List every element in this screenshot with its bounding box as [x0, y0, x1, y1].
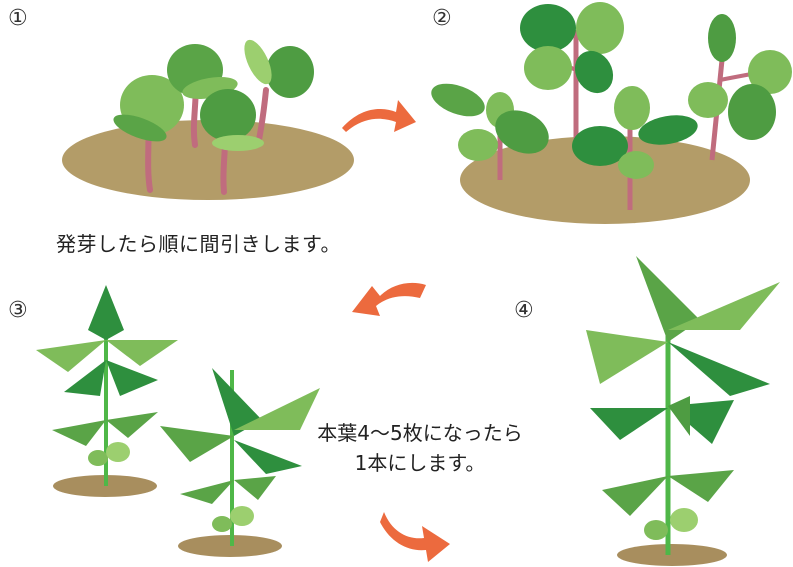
- caption-thinning: 発芽したら順に間引きします。: [56, 232, 341, 256]
- arrow-step1-to-step2: [342, 100, 416, 132]
- step-number-2: ②: [432, 6, 452, 31]
- step-number-4: ④: [514, 298, 534, 323]
- panel-4-single-plant: [586, 256, 780, 566]
- panel-1-sprouts: [62, 39, 354, 200]
- panel-2-seedlings: [431, 2, 792, 224]
- arrow-step3-to-step4: [380, 512, 450, 562]
- arrow-step2-to-step3: [352, 282, 426, 316]
- panel-3-two-seedlings: [36, 285, 320, 557]
- soil-patch-4: [617, 544, 727, 566]
- caption-single-plant-line1: 本葉4〜5枚になったら: [317, 421, 523, 445]
- soil-mound-1: [62, 120, 354, 200]
- step-number-1: ①: [8, 6, 28, 31]
- caption-single-plant: 本葉4〜5枚になったら 1本にします。: [300, 418, 540, 478]
- soil-mound-2: [460, 136, 750, 224]
- caption-single-plant-line2: 1本にします。: [354, 451, 486, 475]
- step-number-3: ③: [8, 298, 28, 323]
